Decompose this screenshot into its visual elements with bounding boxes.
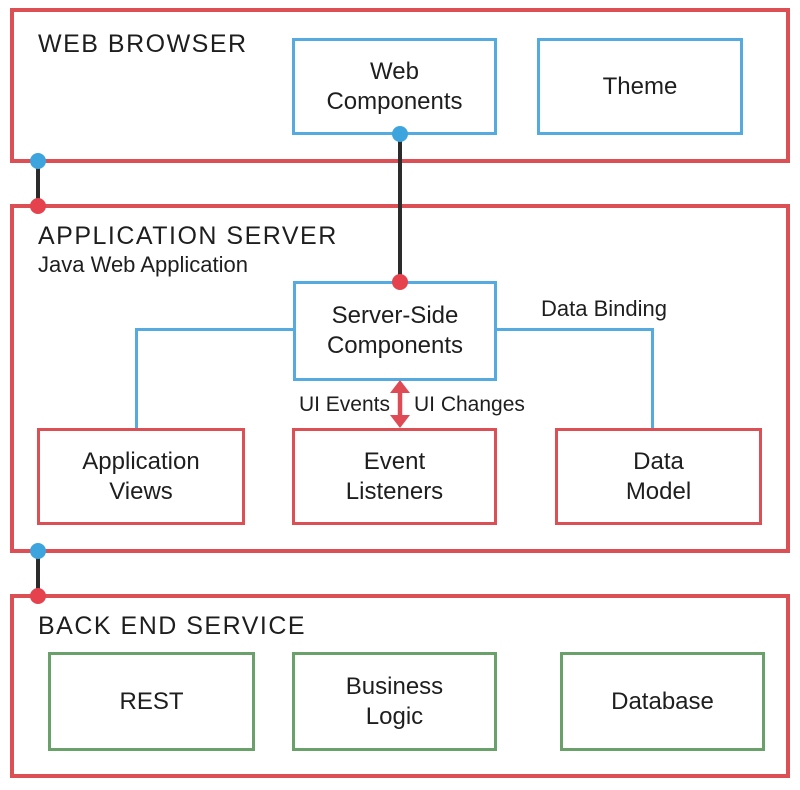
- web-components-endpoint-dot: [392, 126, 408, 142]
- database-box: Database: [560, 652, 765, 751]
- server-side-components-label: Server-Side Components: [326, 302, 464, 359]
- web-components-label: Web Components: [326, 57, 463, 115]
- ui-events-label: UI Events: [298, 393, 390, 416]
- data-model-box: Data Model: [555, 428, 762, 525]
- theme-label: Theme: [602, 72, 678, 100]
- business-logic-box: Business Logic: [292, 652, 497, 751]
- web-browser-title: WEB BROWSER: [38, 30, 248, 58]
- server-bottom-endpoint-dot: [30, 543, 46, 559]
- back-end-service-title: BACK END SERVICE: [38, 612, 307, 640]
- server-side-components-box: Server-Side Components: [293, 281, 497, 381]
- application-server-subtitle: Java Web Application: [38, 252, 248, 277]
- application-views-label: Application Views: [82, 447, 200, 505]
- rest-label: REST: [119, 687, 184, 715]
- connector-webcomponents-to-serverside-line: [398, 134, 402, 282]
- application-server-title: APPLICATION SERVER: [38, 222, 338, 250]
- backend-endpoint-dot: [30, 588, 46, 604]
- data-model-label: Data Model: [625, 447, 692, 505]
- rest-box: REST: [48, 652, 255, 751]
- ui-changes-label: UI Changes: [414, 393, 525, 416]
- event-listeners-label: Event Listeners: [345, 447, 444, 505]
- browser-endpoint-dot: [30, 153, 46, 169]
- server-side-components-endpoint-dot: [392, 274, 408, 290]
- web-components-box: Web Components: [292, 38, 497, 135]
- connector-server-to-backend-line: [36, 551, 40, 596]
- connector-serverside-datamodel-vertical: [651, 328, 654, 428]
- data-binding-label: Data Binding: [541, 296, 667, 321]
- connector-serverside-appviews-vertical: [135, 328, 138, 428]
- event-listeners-box: Event Listeners: [292, 428, 497, 525]
- theme-box: Theme: [537, 38, 743, 135]
- connector-serverside-appviews-horizontal: [135, 328, 293, 331]
- connector-browser-to-server-line: [36, 161, 40, 206]
- application-views-box: Application Views: [37, 428, 245, 525]
- connector-serverside-datamodel-horizontal: [497, 328, 654, 331]
- server-endpoint-dot: [30, 198, 46, 214]
- ui-sync-double-arrow: [390, 380, 410, 428]
- business-logic-label: Business Logic: [345, 672, 444, 730]
- database-label: Database: [611, 687, 714, 715]
